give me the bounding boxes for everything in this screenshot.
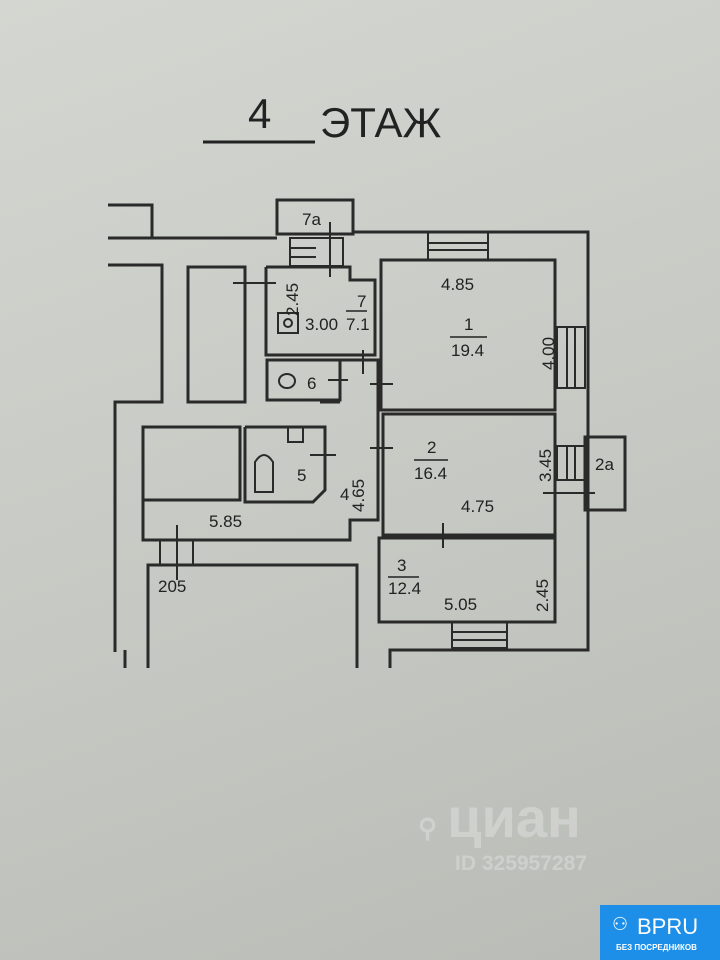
svg-text:3.45: 3.45	[536, 449, 555, 482]
svg-text:4.85: 4.85	[441, 275, 474, 294]
svg-text:5.05: 5.05	[444, 595, 477, 614]
svg-text:7: 7	[357, 292, 366, 311]
stove-icon	[277, 312, 299, 334]
balcony-7a-label: 7а	[302, 210, 321, 229]
sink-icon	[287, 426, 304, 443]
svg-text:3.00: 3.00	[305, 315, 338, 334]
watermark-id: ID 325957287	[455, 852, 587, 875]
watermark-brand: циан	[447, 786, 581, 849]
bpru-badge: ⚇ BPRU БЕЗ ПОСРЕДНИКОВ	[600, 905, 720, 960]
walls	[108, 198, 627, 668]
floor-number: 4	[248, 90, 271, 137]
room-2	[381, 412, 557, 537]
svg-text:4.75: 4.75	[461, 497, 494, 516]
people-icon: ⚇	[612, 914, 629, 934]
svg-text:4.65: 4.65	[349, 479, 368, 512]
map-pin-icon: ⚲	[418, 813, 438, 843]
cian-logo: ⚲ циан	[418, 785, 581, 850]
room-labels: 4.85 1 19.4 4.00 2 16.4 4.75 3.45 3 12.4…	[158, 210, 614, 614]
svg-text:2.45: 2.45	[533, 579, 552, 612]
badge-tagline: БЕЗ ПОСРЕДНИКОВ	[616, 943, 697, 952]
svg-text:1: 1	[464, 315, 473, 334]
svg-text:16.4: 16.4	[414, 464, 447, 483]
svg-text:2.45: 2.45	[283, 283, 302, 316]
floor-word: ЭТАЖ	[320, 99, 441, 146]
svg-text:5: 5	[297, 466, 306, 485]
svg-text:5.85: 5.85	[209, 512, 242, 531]
bathtub-icon	[254, 454, 274, 493]
svg-text:2: 2	[427, 438, 436, 457]
balcony-2a-label: 2а	[595, 455, 614, 474]
badge-name: BPRU	[637, 914, 699, 939]
label-205: 205	[158, 577, 186, 596]
svg-text:6: 6	[307, 374, 316, 393]
windows	[159, 222, 595, 649]
toilet-icon	[278, 373, 296, 389]
svg-text:19.4: 19.4	[451, 341, 484, 360]
balcony-7a	[275, 198, 355, 236]
fixtures	[254, 312, 304, 493]
svg-text:7.1: 7.1	[346, 315, 370, 334]
svg-text:4.00: 4.00	[539, 337, 558, 370]
svg-text:4: 4	[340, 485, 349, 504]
svg-text:12.4: 12.4	[388, 579, 421, 598]
svg-text:3: 3	[397, 556, 406, 575]
